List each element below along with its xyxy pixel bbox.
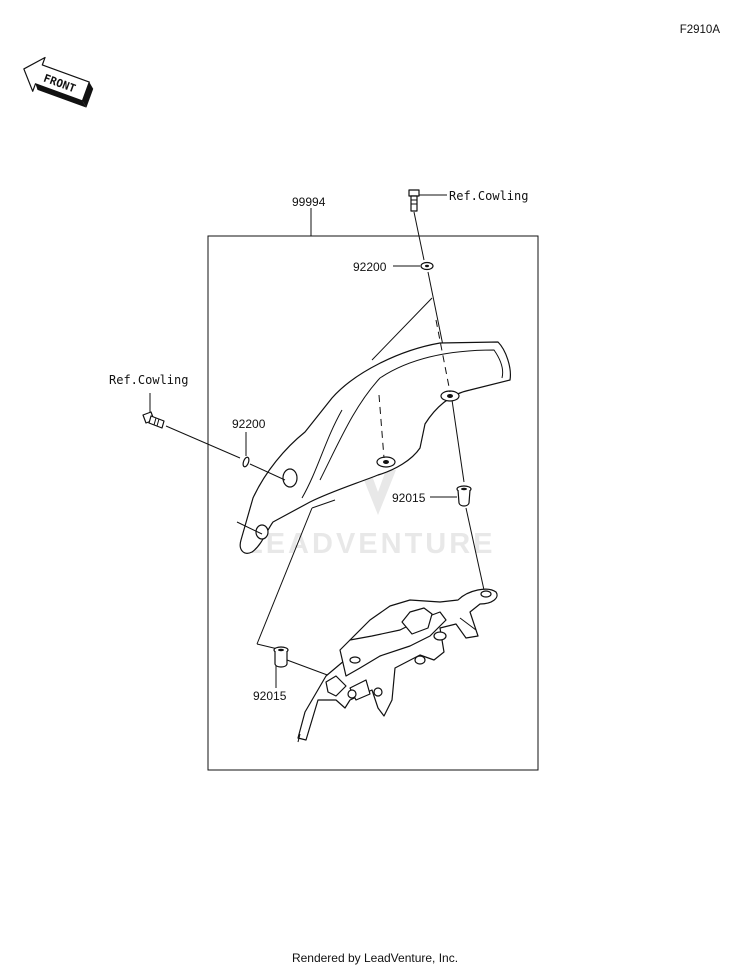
label-ref-cowling-top: Ref.Cowling	[449, 189, 528, 203]
label-92200-top: 92200	[353, 260, 387, 274]
bracket	[297, 588, 498, 743]
collar-left	[273, 646, 289, 668]
label-92015-right: 92015	[392, 491, 426, 505]
assembly-box	[207, 208, 539, 771]
label-99994: 99994	[292, 195, 326, 209]
figure-id: F2910A	[679, 24, 720, 36]
washer-left	[242, 456, 250, 468]
label-92200-left: 92200	[232, 417, 266, 431]
left-bolt	[142, 411, 165, 429]
label-92015-left: 92015	[253, 689, 287, 703]
windshield	[239, 341, 511, 554]
label-ref-cowling-left: Ref.Cowling	[109, 373, 188, 387]
svg-text:LEADVENTURE: LEADVENTURE	[245, 528, 496, 560]
footer-credit: Rendered by LeadVenture, Inc.	[291, 951, 459, 965]
collar-right	[456, 485, 472, 507]
top-bolt	[408, 189, 420, 212]
front-arrow-icon: FRONT	[23, 56, 94, 108]
